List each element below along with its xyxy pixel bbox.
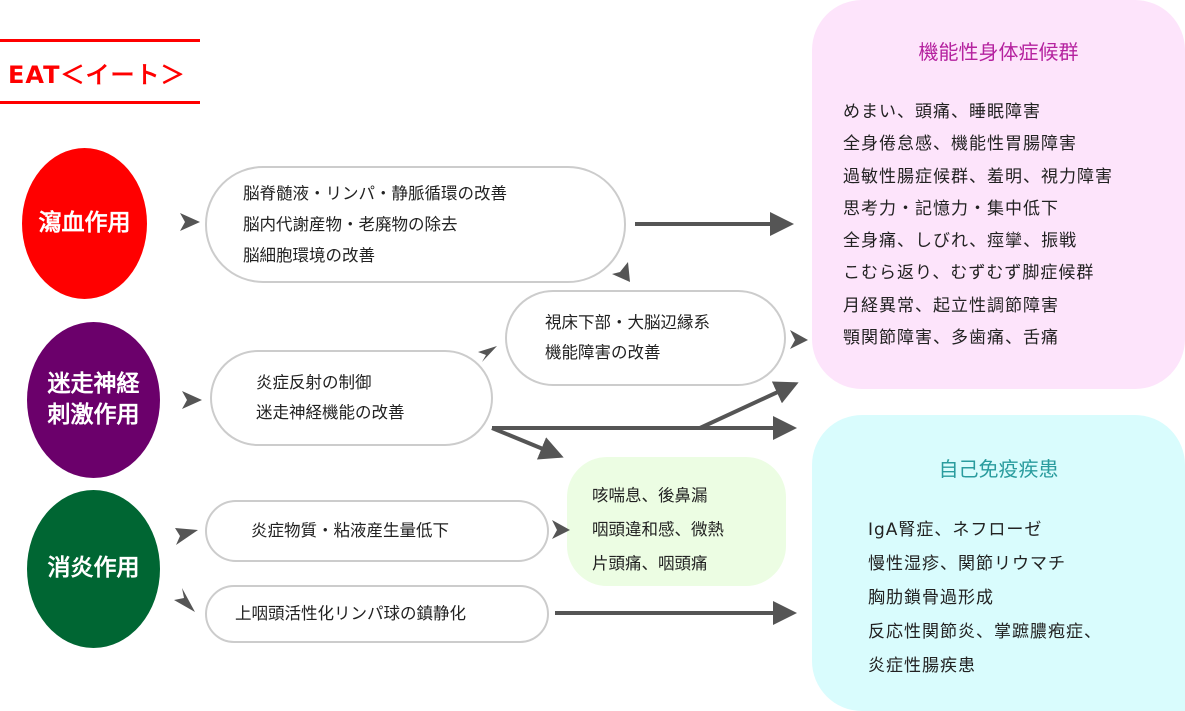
condition-item: 慢性湿疹、関節リウマチ xyxy=(868,554,1066,574)
effect-line: 脳脊髄液・リンパ・静脈循環の改善 xyxy=(243,184,507,203)
effect-line: 炎症反射の制御 xyxy=(256,373,372,392)
condition-item: 全身痛、しびれ、痙攣、振戦 xyxy=(843,231,1078,252)
panel-autoimmune: 自己免疫疾患 IgA腎症、ネフローゼ慢性湿疹、関節リウマチ胸肋鎖骨過形成反応性関… xyxy=(812,415,1185,711)
effect-line: 視床下部・大脳辺縁系 xyxy=(545,313,710,332)
condition-item: 全身倦怠感、機能性胃腸障害 xyxy=(843,134,1077,155)
title-rule-top xyxy=(0,39,200,42)
condition-item: 胸肋鎖骨過形成 xyxy=(868,588,994,608)
condition-item: 炎症性腸疾患 xyxy=(868,656,976,676)
panel-title: 機能性身体症候群 xyxy=(918,40,1079,64)
effect-line: 脳内代謝産物・老廃物の除去 xyxy=(243,215,458,234)
title-rule-bottom xyxy=(0,101,200,104)
condition-item: 月経異常、起立性調節障害 xyxy=(843,295,1059,316)
effect-line: 脳細胞環境の改善 xyxy=(243,246,375,265)
arrowhead-icon xyxy=(790,330,808,349)
effect-hypothalamus: 視床下部・大脳辺縁系 機能障害の改善 xyxy=(505,290,786,386)
action-line: 迷走神経 xyxy=(47,370,140,397)
condition-item: 過敏性腸症候群、羞明、視力障害 xyxy=(843,166,1113,187)
arrowhead-icon xyxy=(612,262,630,282)
condition-item: めまい、頭痛、睡眠障害 xyxy=(843,102,1041,122)
action-bloodletting: 瀉血作用 xyxy=(22,148,147,299)
action-anti-inflammation: 消炎作用 xyxy=(27,490,160,648)
effect-line: 迷走神経機能の改善 xyxy=(256,403,405,422)
arrowhead-icon xyxy=(182,391,202,409)
action-vagus-stimulation: 迷走神経刺激作用 xyxy=(27,322,160,478)
effect-circulation: 脳脊髄液・リンパ・静脈循環の改善 脳内代謝産物・老廃物の除去 脳細胞環境の改善 xyxy=(205,166,626,283)
condition-item: 顎関節障害、多歯痛、舌痛 xyxy=(843,328,1059,349)
arrow-vagus-to-functional xyxy=(492,381,799,430)
arrowhead-icon xyxy=(478,346,497,362)
effect-line: 片頭痛、咽頭痛 xyxy=(592,554,708,573)
arrowhead-icon xyxy=(552,520,570,539)
condition-item: 思考力・記憶力・集中低下 xyxy=(843,198,1059,219)
panel-title: 自己免疫疾患 xyxy=(938,457,1059,481)
effect-line: 上咽頭活性化リンパ球の鎮静化 xyxy=(235,604,466,623)
condition-item: 反応性関節炎、掌蹠膿疱症、 xyxy=(868,622,1102,642)
effect-inflammatory-reflex: 炎症反射の制御 迷走神経機能の改善 xyxy=(210,350,493,446)
condition-item: IgA腎症、ネフローゼ xyxy=(868,520,1043,540)
effect-line: 咳喘息、後鼻漏 xyxy=(592,486,708,505)
effect-line: 咽頭違和感、微熱 xyxy=(592,520,724,539)
arrowhead-icon xyxy=(174,588,195,612)
arrow-vagus-to-throat xyxy=(491,426,564,460)
effect-line: 機能障害の改善 xyxy=(545,343,661,362)
page-title: EAT＜イート＞ xyxy=(8,61,186,89)
arrowhead-icon xyxy=(180,213,200,231)
symptoms-throat: 咳喘息、後鼻漏 咽頭違和感、微熱 片頭痛、咽頭痛 xyxy=(567,457,786,586)
condition-item: こむら返り、むずむず脚症候群 xyxy=(843,263,1095,284)
arrowhead-icon xyxy=(175,528,198,545)
effect-line: 炎症物質・粘液産生量低下 xyxy=(251,521,449,540)
action-line: 刺激作用 xyxy=(47,402,140,428)
effect-lymphocyte-sedation: 上咽頭活性化リンパ球の鎮静化 xyxy=(205,585,549,643)
effect-mucus-reduction: 炎症物質・粘液産生量低下 xyxy=(205,500,549,562)
panel-functional-somatic: 機能性身体症候群 めまい、頭痛、睡眠障害全身倦怠感、機能性胃腸障害過敏性腸症候群… xyxy=(812,0,1185,389)
